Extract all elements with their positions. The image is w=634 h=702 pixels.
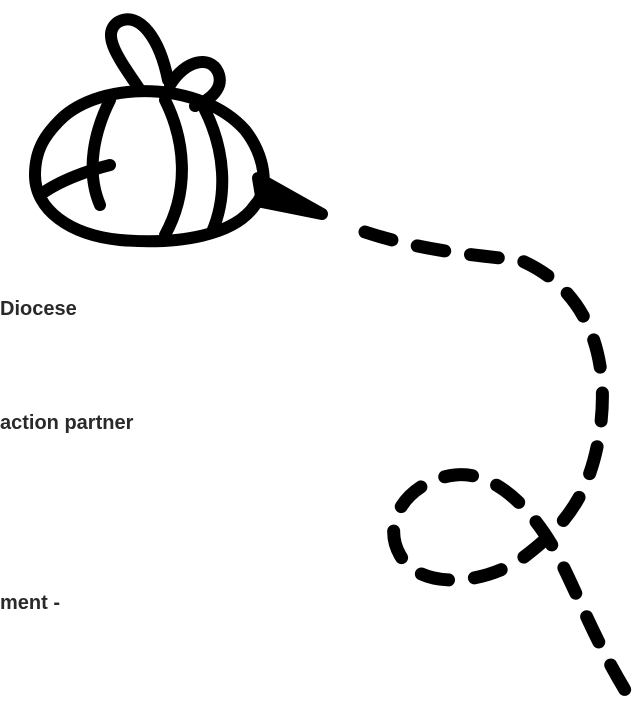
bee-body [29, 85, 270, 248]
bee-stinger [252, 172, 328, 220]
bee-stripe-1 [86, 94, 116, 211]
text-line-diocese: Diocese [0, 298, 77, 320]
text-line-action-partner: action partner [0, 412, 134, 434]
bee-belly [34, 159, 116, 201]
text-line-ment: ment - [0, 592, 60, 614]
bee-stripe-3 [199, 104, 229, 238]
bee-wing-back [105, 13, 174, 96]
bee-icon [29, 13, 328, 248]
bee-stripe-2 [159, 94, 188, 241]
flight-trail [358, 225, 632, 697]
